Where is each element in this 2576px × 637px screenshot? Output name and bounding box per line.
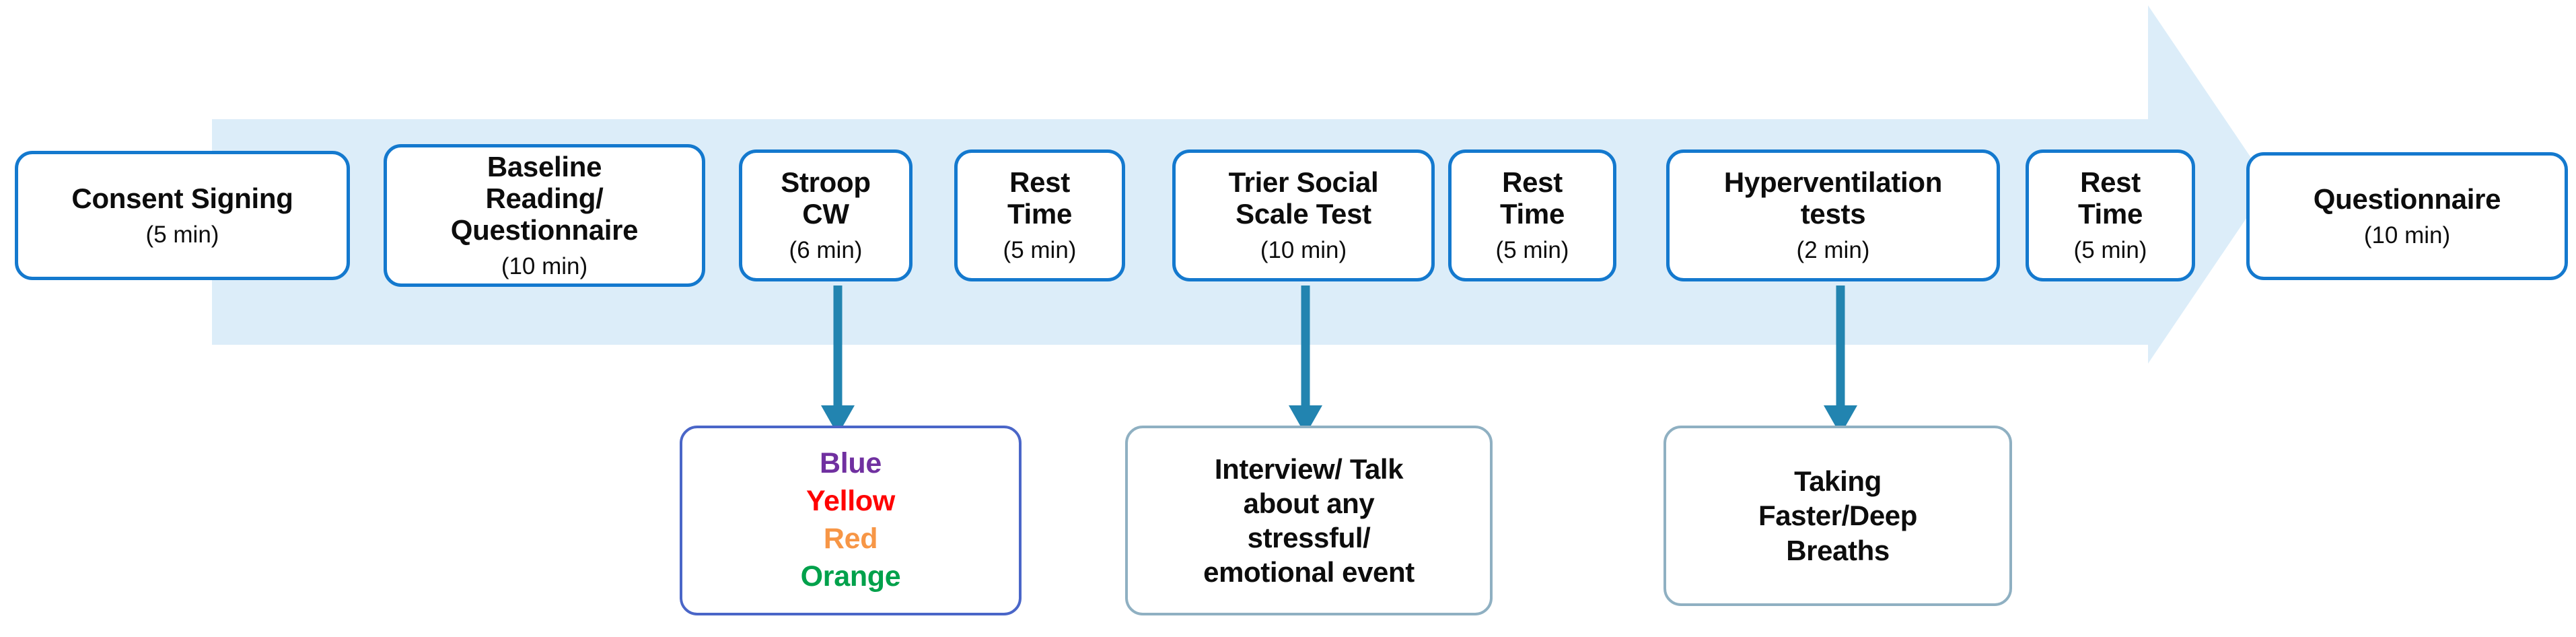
stage-hyperventilation[interactable]: Hyperventilation tests (2 min)	[1666, 149, 2000, 281]
stage-consent-signing[interactable]: Consent Signing (5 min)	[15, 151, 350, 280]
stage-duration: (2 min)	[1796, 237, 1870, 264]
stage-stroop-cw[interactable]: Stroop CW (6 min)	[739, 149, 913, 281]
stage-trier-social-scale[interactable]: Trier Social Scale Test (10 min)	[1172, 149, 1435, 281]
stroop-word-yellow: Yellow	[806, 485, 896, 518]
stage-duration: (5 min)	[145, 221, 219, 248]
stage-rest-time-3[interactable]: Rest Time (5 min)	[2026, 149, 2195, 281]
stroop-word-red: Red	[823, 523, 878, 555]
stage-label: Consent Signing	[71, 182, 293, 214]
stage-label: Stroop CW	[781, 166, 871, 230]
stage-duration: (10 min)	[501, 253, 588, 279]
stage-duration: (5 min)	[1003, 237, 1077, 264]
stage-duration: (5 min)	[2073, 237, 2147, 264]
connector-hyperventilation	[1824, 286, 1857, 435]
connector-stroop	[821, 286, 855, 435]
timeline-stage-row: Consent Signing (5 min) Baseline Reading…	[0, 140, 2576, 288]
detail-trier-interview[interactable]: Interview/ Talk about any stressful/ emo…	[1125, 426, 1493, 615]
stage-rest-time-1[interactable]: Rest Time (5 min)	[954, 149, 1125, 281]
stage-label: Rest Time	[1499, 166, 1565, 230]
stage-label: Baseline Reading/ Questionnaire	[450, 150, 639, 246]
stage-duration: (10 min)	[1260, 237, 1347, 264]
connector-trier	[1289, 286, 1322, 435]
stage-label: Rest Time	[2077, 166, 2143, 230]
stage-label: Hyperventilation tests	[1723, 166, 1943, 230]
detail-hyperventilation-text: Taking Faster/Deep Breaths	[1758, 465, 1918, 566]
stroop-word-blue: Blue	[820, 447, 882, 480]
stage-label: Questionnaire	[2313, 182, 2501, 215]
stage-label: Trier Social Scale Test	[1228, 166, 1379, 230]
stroop-word-orange: Orange	[800, 560, 901, 593]
detail-hyperventilation-breaths[interactable]: Taking Faster/Deep Breaths	[1663, 426, 2012, 606]
detail-trier-text: Interview/ Talk about any stressful/ emo…	[1203, 452, 1415, 589]
detail-stroop-color-words[interactable]: Blue Yellow Red Orange	[680, 426, 1022, 615]
stage-duration: (6 min)	[789, 237, 863, 264]
stage-duration: (10 min)	[2363, 222, 2451, 248]
stage-baseline-reading[interactable]: Baseline Reading/ Questionnaire (10 min)	[384, 144, 705, 287]
stage-rest-time-2[interactable]: Rest Time (5 min)	[1448, 149, 1616, 281]
stage-label: Rest Time	[1007, 166, 1073, 230]
stage-questionnaire[interactable]: Questionnaire (10 min)	[2246, 152, 2568, 280]
stage-duration: (5 min)	[1495, 237, 1569, 264]
